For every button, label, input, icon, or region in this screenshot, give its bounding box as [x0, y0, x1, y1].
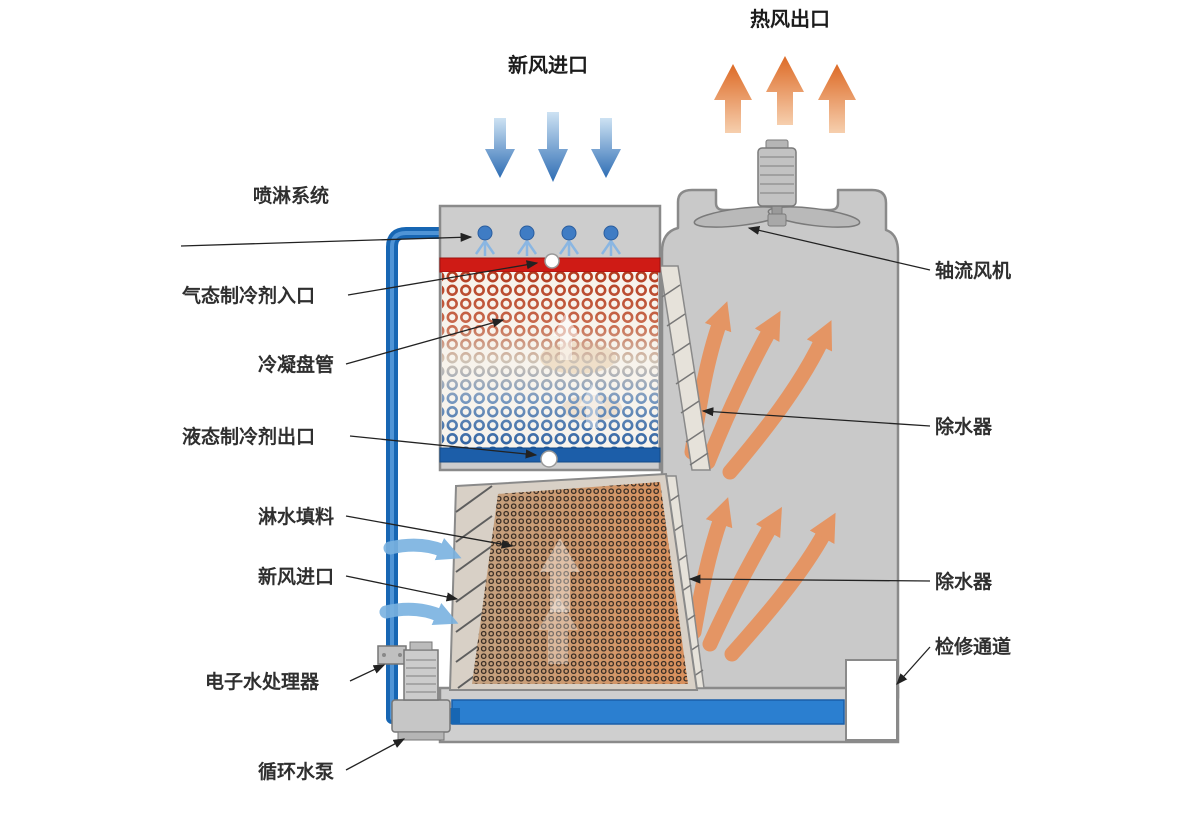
internal-airflow-arrows-lower	[686, 497, 836, 662]
fan-motor-icon	[757, 139, 797, 207]
leader-spray-system	[180, 232, 473, 247]
leader-gas-refrigerant-inlet	[347, 260, 539, 296]
fresh-air-arrows	[485, 112, 621, 182]
vapor-arrow-icon	[553, 312, 579, 360]
label-spray-system: 喷淋系统	[253, 184, 329, 207]
leader-fresh-air-inlet-left	[345, 575, 459, 602]
leader-condensing-coil	[345, 318, 505, 365]
basin-water	[451, 699, 845, 725]
airflow-arrow-icon	[538, 596, 578, 664]
vapor-arrow-icon	[579, 384, 605, 428]
axial-fan	[693, 139, 861, 228]
label-fill-packing: 淋水填料	[258, 505, 334, 528]
label-circulating-pump: 循环水泵	[258, 760, 334, 783]
access-channel	[845, 659, 898, 741]
side-air-inlet-arrows	[379, 538, 462, 625]
leader-lines	[180, 225, 931, 771]
spray-nozzle-icon	[558, 225, 580, 256]
leader-drift-eliminator-lower	[688, 574, 931, 584]
outlet-port-icon	[540, 450, 558, 468]
leader-access-channel	[896, 646, 931, 685]
leader-liquid-refrigerant-outlet	[349, 435, 538, 459]
condenser-section	[438, 204, 662, 472]
spray-system	[474, 225, 622, 256]
inlet-port-icon	[544, 253, 560, 269]
airflow-arrow-icon	[540, 538, 580, 612]
fill-packing	[448, 472, 699, 691]
spray-nozzle-icon	[516, 225, 538, 256]
hot-air-arrows	[714, 56, 856, 133]
spray-nozzle-icon	[600, 225, 622, 256]
label-fresh-air-inlet-top: 新风进口	[508, 53, 588, 77]
drift-eliminator-upper	[659, 265, 711, 471]
leader-drift-eliminator-upper	[701, 407, 931, 427]
condensing-coil	[442, 272, 658, 448]
label-axial-fan: 轴流风机	[935, 259, 1011, 282]
label-gas-refrigerant-inlet: 气态制冷剂入口	[181, 284, 315, 307]
label-condensing-coil: 冷凝盘管	[258, 353, 334, 376]
circulation-pipe	[386, 227, 450, 724]
spray-nozzle-icon	[474, 225, 496, 256]
leader-electronic-water-treater	[349, 664, 386, 682]
circulating-pump	[391, 641, 460, 741]
label-drift-eliminator-lower: 除水器	[935, 570, 993, 593]
label-drift-eliminator-upper: 除水器	[935, 415, 993, 438]
label-hot-air-outlet: 热风出口	[750, 7, 830, 31]
label-access-channel: 检修通道	[935, 635, 1011, 658]
leader-fill-packing	[345, 515, 514, 549]
label-electronic-water-treater: 电子水处理器	[205, 670, 320, 693]
leader-circulating-pump	[345, 738, 406, 771]
electronic-water-treater	[377, 645, 407, 665]
leader-axial-fan	[747, 225, 931, 271]
label-liquid-refrigerant-outlet: 液态制冷剂出口	[182, 425, 315, 448]
label-fresh-air-inlet-left: 新风进口	[258, 565, 334, 588]
